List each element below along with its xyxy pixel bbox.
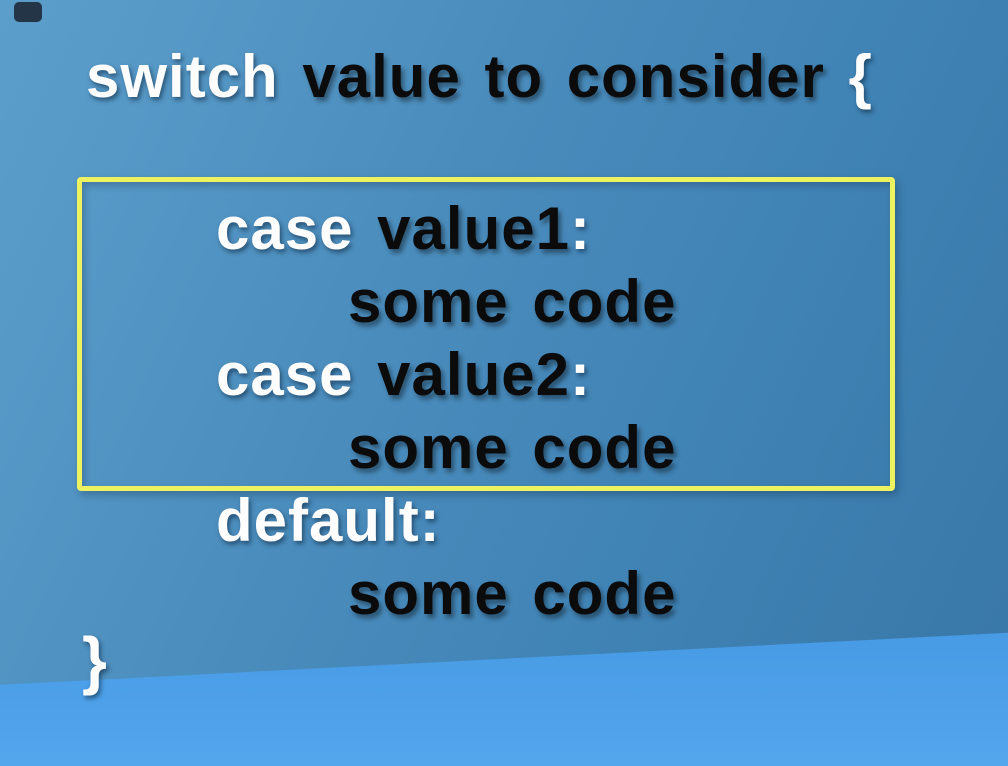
case-keyword: case: [216, 195, 354, 262]
some-code-text: some code: [348, 268, 677, 335]
code-line-some-code-3: some code: [348, 564, 676, 624]
code-line-switch: switch value to consider {: [86, 47, 873, 107]
case2-colon: :: [569, 341, 591, 408]
some-code-text: some code: [348, 414, 677, 481]
case1-value-text: value1: [353, 195, 570, 262]
code-line-default: default:: [216, 491, 441, 551]
code-line-some-code-2: some code: [348, 418, 676, 478]
open-brace: {: [848, 43, 873, 110]
code-line-some-code-1: some code: [348, 272, 676, 332]
close-brace: }: [82, 624, 108, 696]
highlight-box: [77, 177, 895, 491]
code-line-close-brace: }: [82, 628, 108, 692]
case1-colon: :: [569, 195, 591, 262]
switch-keyword: switch: [86, 43, 279, 110]
switch-subject-text: value to consider: [278, 43, 849, 110]
case2-value-text: value2: [353, 341, 570, 408]
code-line-case1: case value1:: [216, 199, 591, 259]
some-code-text: some code: [348, 560, 677, 627]
default-keyword: default:: [216, 487, 441, 554]
case-keyword: case: [216, 341, 354, 408]
corner-artifact: [14, 2, 42, 22]
code-line-case2: case value2:: [216, 345, 591, 405]
